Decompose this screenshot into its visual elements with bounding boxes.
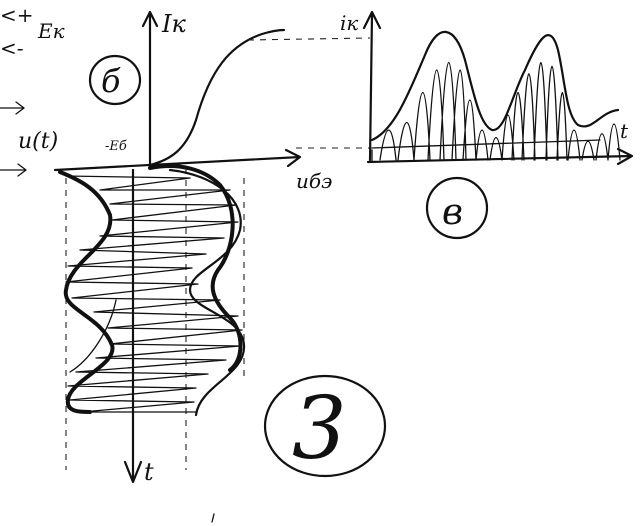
envelope-echo [69,299,117,373]
source-markers: <+ <- Eк [0,3,65,177]
transfer-characteristic: Iк uбэ б u(t) -Eб [18,10,371,193]
envelope-right [168,168,246,417]
ube-label: uбэ [296,169,332,193]
t-small-label: t [620,119,629,143]
ik-small-axis [362,10,382,162]
output-pulses-graph: iк t в [340,10,634,240]
ik-axis-label: Iк [161,10,186,38]
figure-number-label: 3 [292,379,347,479]
figure-number: 3 [263,374,387,479]
ek-minus-label: <- [0,36,24,60]
t-small-axis [366,147,634,166]
t-axis [123,168,143,484]
saturation-dashed [247,37,371,41]
graph-v-label: в [442,192,463,233]
pulse-baseline [371,139,601,163]
t-axis-label: t [144,458,154,486]
ik-small-label: iк [340,11,358,35]
pulse-train [379,62,621,161]
graph-b-label: б [101,62,121,100]
figure-number-circle [263,374,387,478]
ik-axis [141,10,159,170]
margin-arrow-1 [0,101,25,115]
stray-mark [211,513,215,523]
eb-label: -Eб [105,139,127,154]
graph-v-circle [425,176,489,240]
envelope-left [58,170,115,414]
ube-axis [53,148,302,172]
margin-arrow-2 [0,163,27,177]
characteristic-curve [148,28,286,167]
ut-label: u(t) [18,129,58,154]
graph-b-circle [88,54,142,106]
input-signal-graph: t [58,163,246,486]
pulse-envelope [370,30,620,142]
ek-plus-label: <+ [0,3,34,27]
clipped-region [148,163,243,372]
carrier-zigzag [65,175,243,413]
ek-label: Eк [37,19,65,43]
